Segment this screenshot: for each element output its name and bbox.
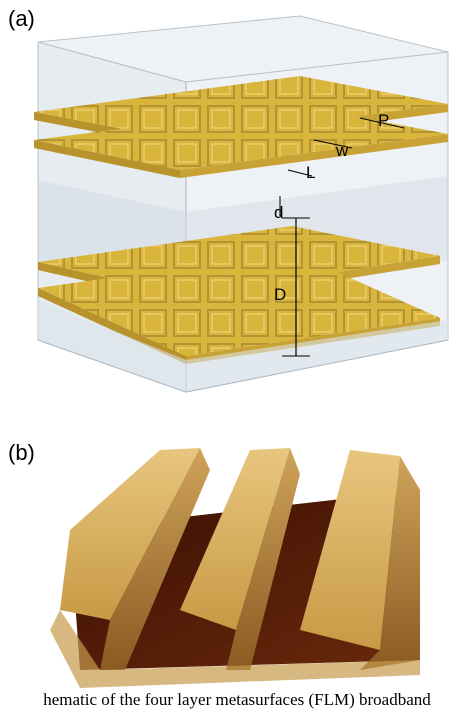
metasurface-schematic: P w L d D	[34, 15, 449, 393]
dim-label-period: P	[378, 111, 389, 130]
ridge-1	[60, 448, 210, 670]
metasurface-layer-2	[34, 106, 448, 178]
panel-label-b: (b)	[8, 440, 35, 465]
dim-label-length: L	[306, 163, 315, 182]
figure-caption: hematic of the four layer metasurfaces (…	[43, 690, 431, 709]
dim-label-width: w	[335, 141, 349, 160]
ridge-2	[180, 448, 300, 670]
afm-topography-image	[50, 448, 420, 688]
panel-label-a: (a)	[8, 6, 35, 31]
ridge-3	[300, 450, 420, 670]
dim-label-thickness: d	[274, 203, 283, 222]
dim-label-spacing: D	[274, 285, 286, 304]
dimension-annotations	[279, 117, 405, 357]
